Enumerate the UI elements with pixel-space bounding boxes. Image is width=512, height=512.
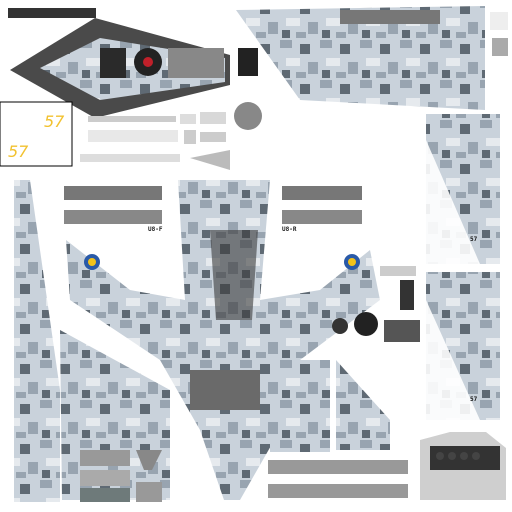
- cockpit-panel-part: [420, 432, 506, 500]
- tail-number-1: 57: [44, 112, 65, 131]
- roundel-right: [344, 254, 360, 270]
- label-strips: [64, 186, 362, 224]
- tail-number-box: [0, 101, 73, 167]
- tailplane-part: [270, 360, 390, 452]
- fin-number-1: 57: [470, 236, 478, 243]
- label-left: U8-F: [148, 226, 163, 233]
- tail-number-2: 57: [8, 142, 29, 161]
- fuselage-top-part: [236, 6, 508, 110]
- main-airframe-part: [66, 180, 380, 500]
- nose-cone-part: [8, 8, 258, 118]
- label-right: U8-R: [282, 226, 297, 233]
- roundel-left: [84, 254, 100, 270]
- bottom-strips: [80, 450, 408, 502]
- fin-number-2: 57: [470, 396, 478, 403]
- pylon-parts: [80, 102, 262, 170]
- landing-gear-parts: [332, 266, 420, 342]
- vertical-fin-bottom: [426, 272, 500, 420]
- vertical-fin-top: [426, 114, 500, 264]
